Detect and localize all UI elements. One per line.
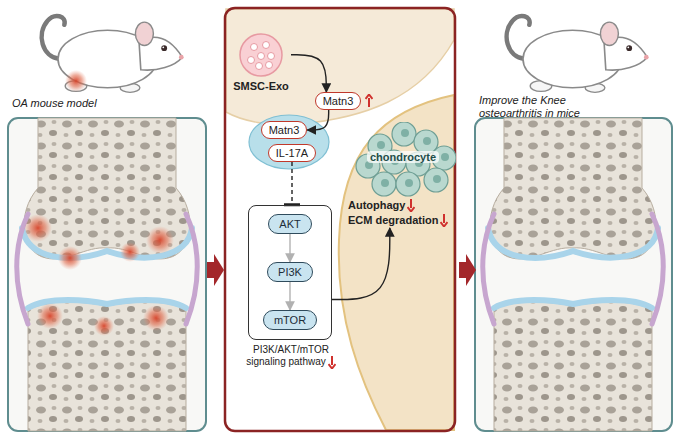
receptor-complex: [249, 115, 329, 169]
protein-box: Matn3: [261, 121, 308, 139]
drawing-part: [146, 226, 174, 254]
drawing-part: [58, 246, 82, 270]
kinase-pill: mTOR: [263, 310, 317, 330]
vesicle-cargo: [268, 52, 275, 59]
cell-label: chondrocyte: [367, 151, 439, 163]
kinase-pill: AKT: [268, 214, 311, 234]
pathway-label: PI3K/AKT/mTOR signaling pathway: [246, 344, 329, 367]
vesicle-membrane: [240, 34, 282, 76]
effect-row: Autophagy: [348, 198, 458, 213]
node-label: IL-17A: [276, 147, 308, 159]
arrow-stroke: [328, 356, 335, 369]
drawing-part: [17, 118, 198, 431]
connector-arrow: [291, 55, 326, 92]
pathway-box: PI3K/AKT/mTOR signaling pathwayAKTPI3KmT…: [248, 205, 332, 340]
cell-nucleus: [441, 153, 449, 161]
node-label: SMSC-Exo: [231, 80, 291, 93]
effect-label: ECM degradation: [348, 213, 438, 228]
vesicle-cargo: [258, 52, 265, 59]
flow-arrow: [207, 254, 224, 286]
drawing-part: [120, 242, 140, 262]
vesicle-cargo: [263, 41, 270, 48]
connector-arrow: [332, 228, 390, 300]
arrow-stroke: [408, 199, 415, 212]
receptor-box: IL-17A: [268, 144, 316, 162]
vesicle-cargo: [251, 43, 258, 50]
healthy-joint-panel: [475, 118, 672, 431]
drawing-part: [225, 8, 455, 431]
chondrocyte-cluster: chondrocyteAutophagyECM degradation: [348, 122, 458, 228]
cell: [396, 172, 420, 196]
drawing-part: [37, 303, 63, 329]
arrow-stroke: [441, 214, 448, 227]
cell: [372, 172, 396, 196]
cell-nucleus: [405, 179, 413, 187]
oa-joint-panel: [8, 118, 206, 431]
node-label: Matn3: [323, 95, 354, 107]
drawing-part: [225, 8, 455, 431]
decrease-arrow: [407, 199, 415, 212]
inflamed-knee-spot: [65, 70, 87, 92]
decrease-arrow: [440, 214, 448, 227]
drawing-part: [143, 305, 169, 331]
vesicle-cargo: [256, 62, 263, 69]
vesicle-cargo: [248, 56, 255, 63]
protein-box: Matn3: [315, 92, 362, 110]
mechanism-panel: [225, 8, 455, 431]
node-label: Matn3: [269, 124, 300, 136]
effect-label: Autophagy: [348, 198, 405, 213]
cell-nucleus: [377, 141, 385, 149]
flow-arrow: [459, 254, 476, 286]
cell: [392, 122, 416, 146]
caption-label: Improve the Knee osteoarthritis in mice: [479, 94, 614, 120]
arrow-stroke: [366, 95, 373, 108]
decrease-arrow: [328, 356, 336, 369]
chondrocyte-region: [339, 95, 454, 430]
node-label: mTOR: [274, 314, 306, 326]
caption-label: OA mouse model: [12, 97, 142, 110]
inflammation-spots: [24, 214, 174, 336]
cell-nucleus: [433, 175, 441, 183]
kinase-pill: PI3K: [267, 262, 313, 282]
drawing-part: [24, 214, 52, 242]
inhibition-line: [291, 162, 292, 205]
drawing-part: [8, 118, 206, 431]
cell-cluster: chondrocyte: [348, 122, 458, 198]
node-label: PI3K: [278, 266, 302, 278]
oa-mouse: [42, 16, 184, 92]
exosome-circle: SMSC-Exo: [231, 32, 291, 93]
vesicle-cargo: [266, 61, 273, 68]
treated-mouse: [507, 16, 649, 92]
cell: [424, 168, 448, 192]
cell-nucleus: [423, 137, 431, 145]
effect-row: ECM degradation: [348, 213, 458, 228]
exosome-vesicle: [238, 32, 284, 78]
node-label: AKT: [279, 218, 300, 230]
pathway-caption: PI3K/AKT/mTOR signaling pathway: [245, 344, 337, 369]
drawing-part: [483, 118, 664, 431]
drawing-part: [94, 316, 114, 336]
increase-arrow: [365, 94, 373, 107]
drawing-part: [475, 118, 672, 431]
cell-nucleus: [401, 129, 409, 137]
connector-arrow: [307, 110, 328, 130]
cell-nucleus: [381, 179, 389, 187]
